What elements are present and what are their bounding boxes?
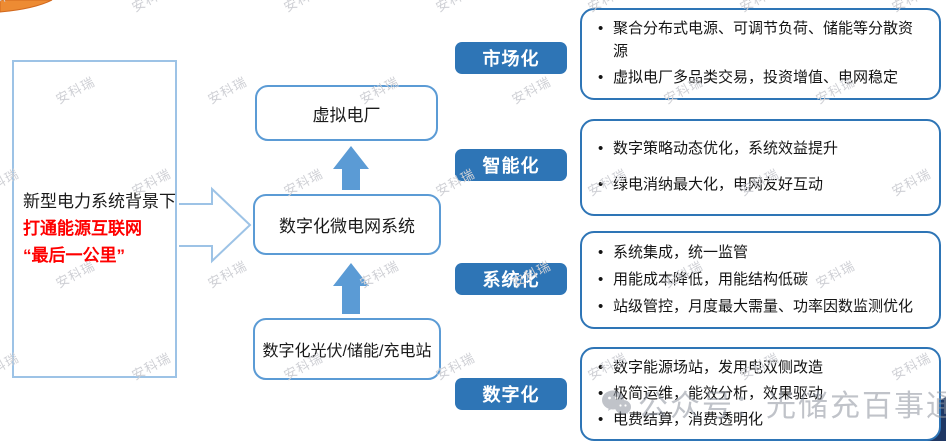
up-arrow-icon [333,263,369,314]
bullet-list: 系统集成，统一监管 用能成本降低，用能结构低碳 站级管控，月度最大需量、功率因数… [596,237,927,323]
bullet-item: 绿电消纳最大化，电网友好互动 [596,174,927,197]
bullet-item: 数字能源场站，发用电双侧改造 [596,357,927,380]
stage-label-systemization: 系统化 [455,263,567,295]
right-arrow-icon [179,186,252,264]
bullet-item: 用能成本降低，用能结构低碳 [596,269,927,292]
flow-box-label: 数字化微电网系统 [279,217,415,236]
bullet-item: 极简运维，能效分析，效果驱动 [596,383,927,406]
stage-label-text: 智能化 [482,156,540,176]
bullet-item: 电费结算，消费透明化 [596,409,927,432]
detail-box-marketization: 聚合分布式电源、可调节负荷、储能等分散资源 虚拟电厂多品类交易，投资增值、电网稳… [580,8,941,100]
bullet-list: 数字能源场站，发用电双侧改造 极简运维，能效分析，效果驱动 电费结算，消费透明化 [596,353,927,435]
top-left-ribbon-shape [0,0,53,13]
stage-label-text: 系统化 [482,270,540,290]
stage-label-intelligence: 智能化 [455,149,567,181]
bullet-item: 系统集成，统一监管 [596,242,927,265]
context-line-2: 打通能源互联网 [23,219,142,238]
context-text: 新型电力系统背景下 打通能源互联网 “最后一公里” [23,188,176,269]
detail-box-intelligence: 数字策略动态优化，系统效益提升 绿电消纳最大化，电网友好互动 [580,119,941,216]
flow-box-digital-microgrid: 数字化微电网系统 [253,194,441,255]
stage-label-text: 数字化 [482,385,540,405]
bullet-item: 数字策略动态优化，系统效益提升 [596,138,927,161]
flow-box-virtual-power-plant: 虚拟电厂 [255,85,438,141]
stage-label-text: 市场化 [482,49,540,69]
bullet-item: 虚拟电厂多品类交易，投资增值、电网稳定 [596,67,927,90]
bullet-list: 聚合分布式电源、可调节负荷、储能等分散资源 虚拟电厂多品类交易，投资增值、电网稳… [596,14,927,94]
context-line-3: “最后一公里” [23,246,125,265]
detail-box-digitalization: 数字能源场站，发用电双侧改造 极简运维，能效分析，效果驱动 电费结算，消费透明化 [580,347,941,441]
bullet-item: 站级管控，月度最大需量、功率因数监测优化 [596,296,927,319]
flow-box-label: 虚拟电厂 [312,105,381,125]
bullet-item: 聚合分布式电源、可调节负荷、储能等分散资源 [596,18,927,63]
stage-label-digitalization: 数字化 [455,378,567,410]
stage-label-marketization: 市场化 [455,42,567,74]
bullet-list: 数字策略动态优化，系统效益提升 绿电消纳最大化，电网友好互动 [596,125,927,210]
flow-box-label: 数字化光伏/储能/充电站 [262,343,432,360]
context-line-1: 新型电力系统背景下 [23,192,176,211]
up-arrow-icon [333,146,369,190]
detail-box-systemization: 系统集成，统一监管 用能成本降低，用能结构低碳 站级管控，月度最大需量、功率因数… [580,231,941,329]
context-box: 新型电力系统背景下 打通能源互联网 “最后一公里” [12,60,177,378]
flow-box-pv-storage-charging: 数字化光伏/储能/充电站 [253,318,441,380]
